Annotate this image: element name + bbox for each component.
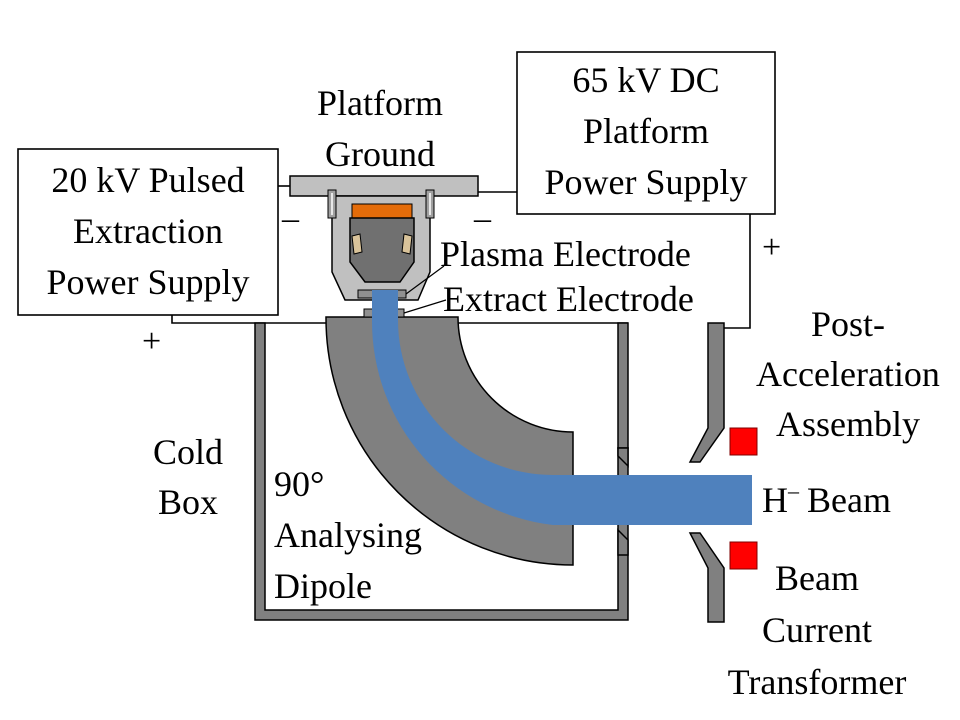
insulator-left [351, 233, 363, 255]
post-acceleration-assembly [688, 322, 725, 623]
beam-label: H–Beam [762, 478, 891, 520]
pulsed-plus-wire [171, 315, 628, 324]
dc-minus-sign: – [473, 200, 492, 237]
plasma-electrode-label: Plasma Electrode [440, 234, 691, 274]
bct-line-3: Transformer [728, 662, 907, 702]
source-body [349, 217, 415, 283]
pulsed-extraction-supply: 20 kV Pulsed Extraction Power Supply [17, 148, 279, 316]
beam-species: H [762, 480, 788, 520]
platform-ground-line-1: Platform [317, 83, 443, 123]
pulsed-supply-box [17, 148, 279, 316]
dipole-line-2: Analysing [274, 515, 422, 555]
platform-ground-line-2: Ground [325, 134, 435, 174]
source-cathode-top [351, 203, 413, 219]
bct-line-1: Beam [775, 558, 859, 598]
cold-box-right-lip-lower [617, 528, 629, 556]
dc-supply-line-3: Power Supply [544, 162, 747, 202]
dc-supply-line-1: 65 kV DC [572, 60, 719, 100]
cold-box-right-upper [617, 322, 629, 449]
post-accel-lower-electrode [688, 532, 725, 623]
wiring [171, 185, 751, 329]
cold-box-line-2: Box [158, 482, 218, 522]
pulsed-supply-line-1: 20 kV Pulsed [51, 160, 244, 200]
transformer-lower-block [729, 541, 758, 570]
extract-electrode-label: Extract Electrode [443, 279, 694, 319]
cold-box [254, 322, 629, 621]
insulator-right [401, 233, 413, 255]
cold-box-line-1: Cold [153, 432, 223, 472]
pulsed-supply-line-2: Extraction [73, 211, 223, 251]
post-acceleration-line-2: Acceleration [756, 354, 940, 394]
post-acceleration-line-3: Assembly [776, 404, 920, 444]
plasma-electrode-pointer [405, 265, 445, 295]
post-acceleration-line-1: Post- [811, 304, 885, 344]
dc-plus-wire [718, 214, 751, 329]
dipole-line-3: Dipole [274, 566, 372, 606]
post-accel-upper-electrode [688, 322, 725, 463]
beam-charge: – [787, 478, 800, 503]
transformer-upper-block [729, 427, 758, 456]
pulsed-minus-sign: – [281, 200, 300, 237]
dc-supply-line-2: Platform [583, 111, 709, 151]
extract-electrode-pointer [403, 299, 447, 314]
beam-word: Beam [807, 480, 891, 520]
platform-ground-plate [289, 175, 479, 197]
dc-platform-supply: 65 kV DC Platform Power Supply [516, 51, 776, 215]
dc-plus-sign: + [762, 229, 781, 266]
cold-box-right-lip-upper [617, 447, 629, 468]
bct-line-2: Current [762, 610, 872, 650]
pulsed-plus-sign: + [142, 323, 161, 360]
pulsed-supply-line-3: Power Supply [46, 262, 249, 302]
dc-supply-box [516, 51, 776, 215]
dipole-line-1: 90° [274, 464, 324, 504]
h-minus-beam [371, 290, 752, 525]
